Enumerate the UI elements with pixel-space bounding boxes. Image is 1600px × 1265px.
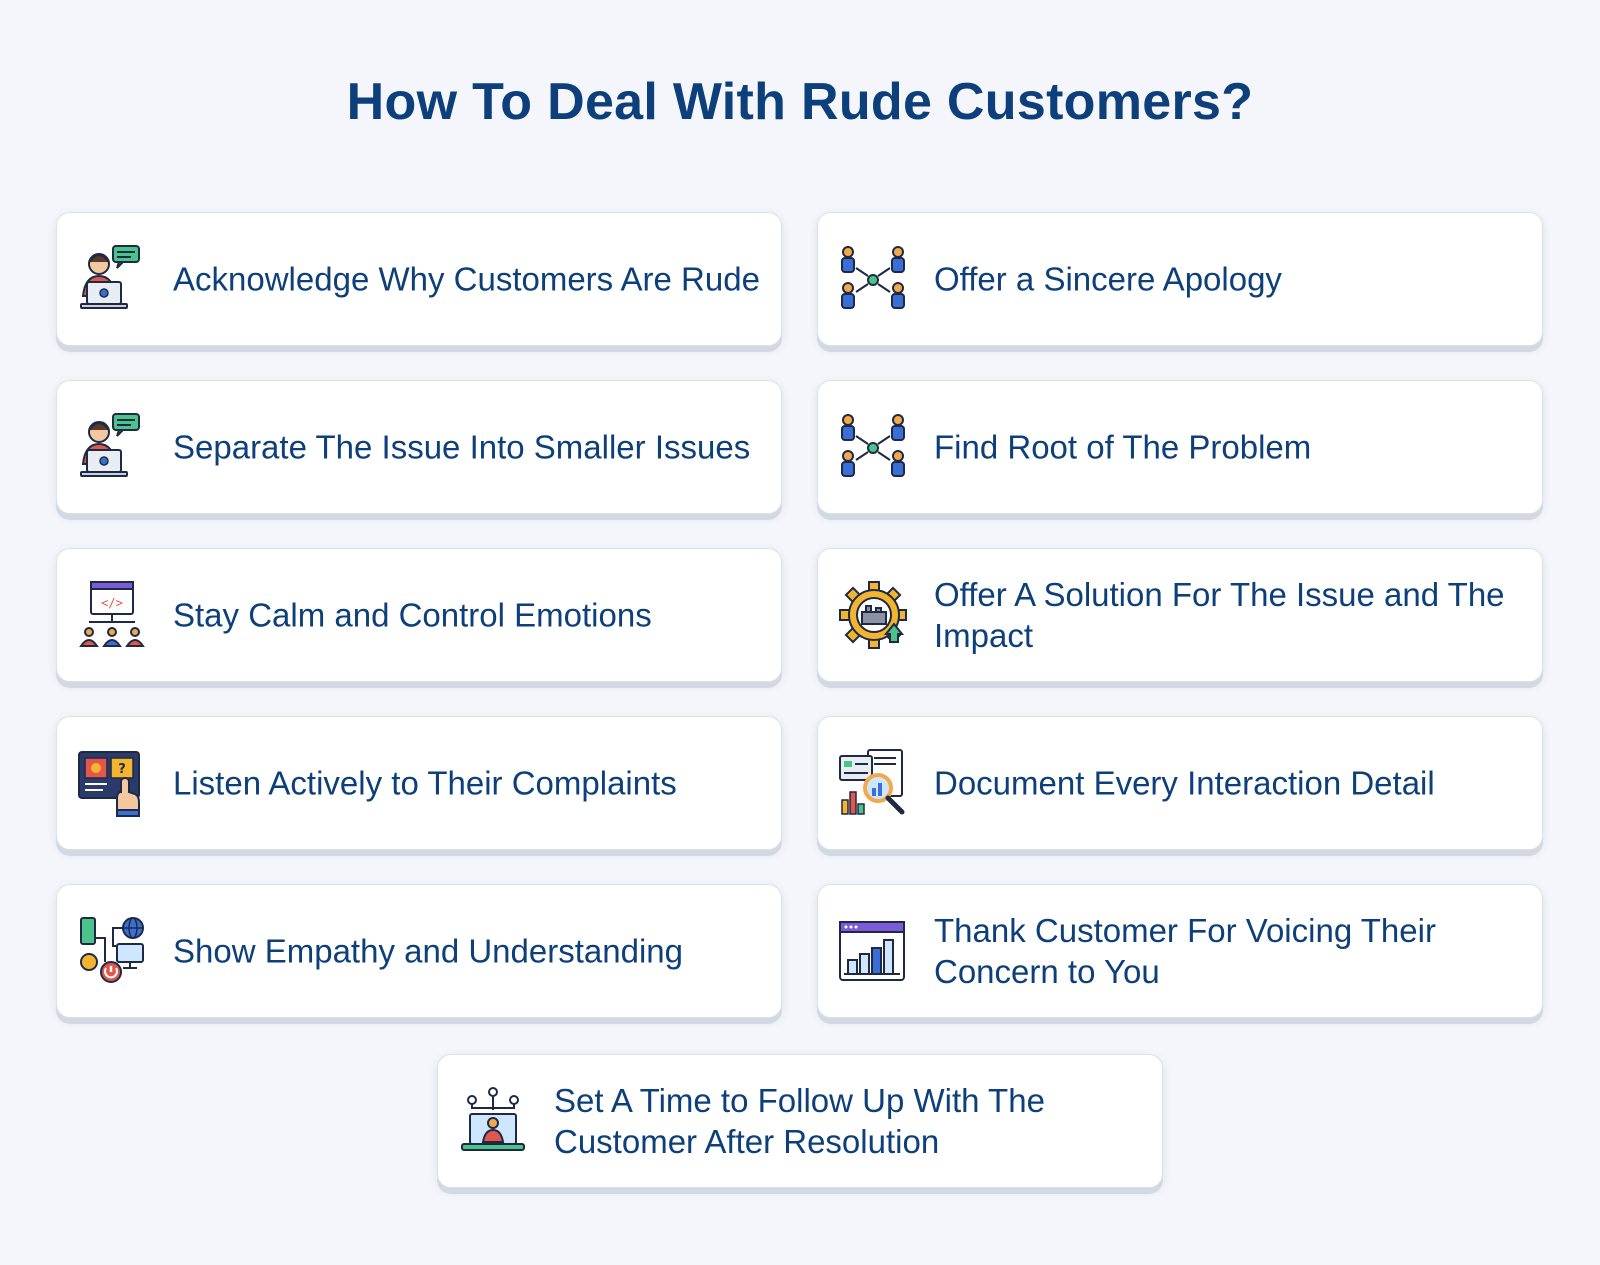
tip-card-empathy: Show Empathy and Understanding [56,884,782,1018]
report-magnifier-icon [838,748,908,818]
tip-label: Acknowledge Why Customers Are Rude [173,260,760,298]
tip-card-follow-up: Set A Time to Follow Up With The Custome… [437,1054,1163,1188]
tip-card-separate: Separate The Issue Into Smaller Issues [56,380,782,514]
team-network-icon [838,244,908,314]
laptop-user-network-icon [458,1086,528,1156]
tip-label: Document Every Interaction Detail [934,764,1435,802]
bar-chart-window-icon [838,916,908,986]
gear-factory-icon [838,580,908,650]
support-agent-icon [77,244,147,314]
tip-card-acknowledge: Acknowledge Why Customers Are Rude [56,212,782,346]
tip-card-stay-calm: </> Stay Calm and Control Emotions [56,548,782,682]
svg-text:?: ? [118,762,126,777]
tip-label: Show Empathy and Understanding [173,932,683,970]
page-title: How To Deal With Rude Customers? [346,73,1254,131]
devices-network-icon [77,916,147,986]
tip-label: Offer A Solution For The Issue and The I… [934,576,1505,654]
touch-screen-icon: ? [77,748,147,818]
tip-label: Separate The Issue Into Smaller Issues [173,428,751,466]
tip-label: Find Root of The Problem [934,428,1312,466]
team-network-icon [838,412,908,482]
code-team-icon: </> [77,580,147,650]
support-agent-icon [77,412,147,482]
tip-label: Listen Actively to Their Complaints [173,764,677,802]
tip-label: Stay Calm and Control Emotions [173,596,652,634]
svg-text:</>: </> [101,596,123,610]
tip-card-document: Document Every Interaction Detail [817,716,1543,850]
tip-label: Offer a Sincere Apology [934,260,1282,298]
tip-card-root-problem: Find Root of The Problem [817,380,1543,514]
tip-card-offer-solution: Offer A Solution For The Issue and The I… [817,548,1543,682]
tip-label: Set A Time to Follow Up With The Custome… [554,1082,1045,1160]
tip-card-listen: ? Listen Actively to Their Complaints [56,716,782,850]
tip-card-apology: Offer a Sincere Apology [817,212,1543,346]
tip-card-thank: Thank Customer For Voicing Their Concern… [817,884,1543,1018]
tip-label: Thank Customer For Voicing Their Concern… [934,912,1436,990]
